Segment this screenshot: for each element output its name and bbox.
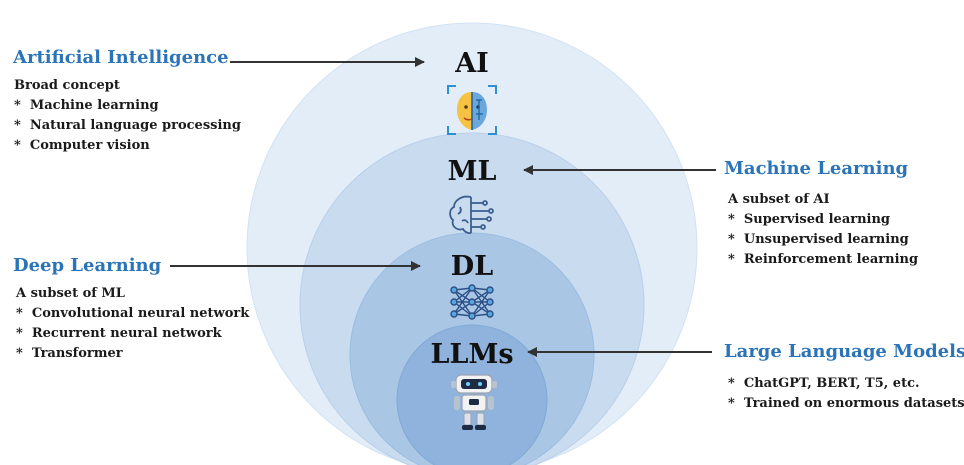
circle-label-ai: AI [455,48,489,79]
section-list-ml: Supervised learning Unsupervised learnin… [728,210,918,270]
section-list-dl: Convolutional neural network Recurrent n… [16,304,249,364]
neural-network-icon [450,284,494,320]
section-list-ai: Machine learning Natural language proces… [14,96,241,156]
ai-face-icon [447,85,497,135]
circle-label-ml: ML [447,156,497,187]
section-body-llm: ChatGPT, BERT, T5, etc. Trained on enorm… [728,374,964,414]
section-body-ml: A subset of AI Supervised learning Unsup… [728,190,918,270]
list-item: Transformer [16,344,249,364]
list-item: ChatGPT, BERT, T5, etc. [728,374,964,394]
circle-label-llm: LLMs [430,339,514,370]
section-body-ai: Broad concept Machine learning Natural l… [14,76,241,156]
list-item: Machine learning [14,96,241,116]
section-body-dl: A subset of ML Convolutional neural netw… [16,284,249,364]
list-item: Convolutional neural network [16,304,249,324]
list-item: Unsupervised learning [728,230,918,250]
section-title-ai: Artificial Intelligence [13,47,229,68]
robot-icon [451,374,497,430]
list-item: Reinforcement learning [728,250,918,270]
section-list-llm: ChatGPT, BERT, T5, etc. Trained on enorm… [728,374,964,414]
list-item: Trained on enormous datasets [728,394,964,414]
section-intro-ai: Broad concept [14,78,120,93]
section-title-ml: Machine Learning [724,158,909,179]
section-intro-dl: A subset of ML [16,286,125,301]
list-item: Natural language processing [14,116,241,136]
section-title-llm: Large Language Models [724,341,964,362]
section-title-dl: Deep Learning [13,255,162,276]
list-item: Recurrent neural network [16,324,249,344]
list-item: Computer vision [14,136,241,156]
circle-label-dl: DL [450,251,494,282]
section-intro-ml: A subset of AI [728,192,830,207]
list-item: Supervised learning [728,210,918,230]
brain-network-icon [449,195,494,234]
